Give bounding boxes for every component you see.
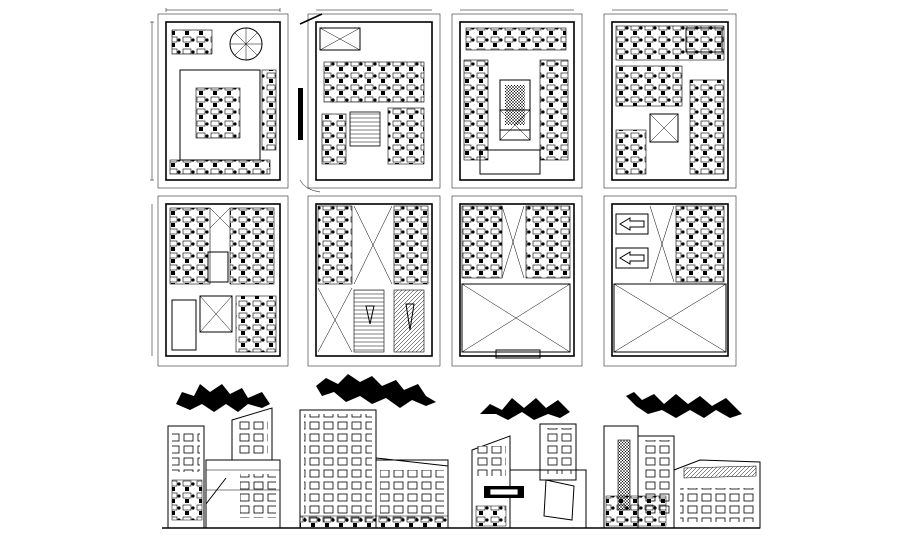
tree-canopy-3 (480, 398, 570, 420)
tree-canopy-4 (626, 392, 742, 418)
elevation-1 (167, 407, 281, 529)
elevation-2 (299, 409, 449, 529)
floor-plan-7 (451, 195, 583, 367)
floor-plan-3 (451, 9, 583, 189)
floor-plan-2 (298, 9, 441, 193)
floor-plan-5 (151, 195, 289, 367)
tree-canopy-1 (176, 384, 270, 412)
tree-canopy-2 (316, 374, 436, 408)
elevation-3 (471, 423, 587, 529)
floor-plan-4 (603, 9, 737, 189)
floor-plan-8 (603, 195, 737, 367)
floor-plan-6 (307, 195, 441, 367)
floor-plan-1 (150, 8, 289, 189)
elevation-4 (603, 425, 761, 529)
